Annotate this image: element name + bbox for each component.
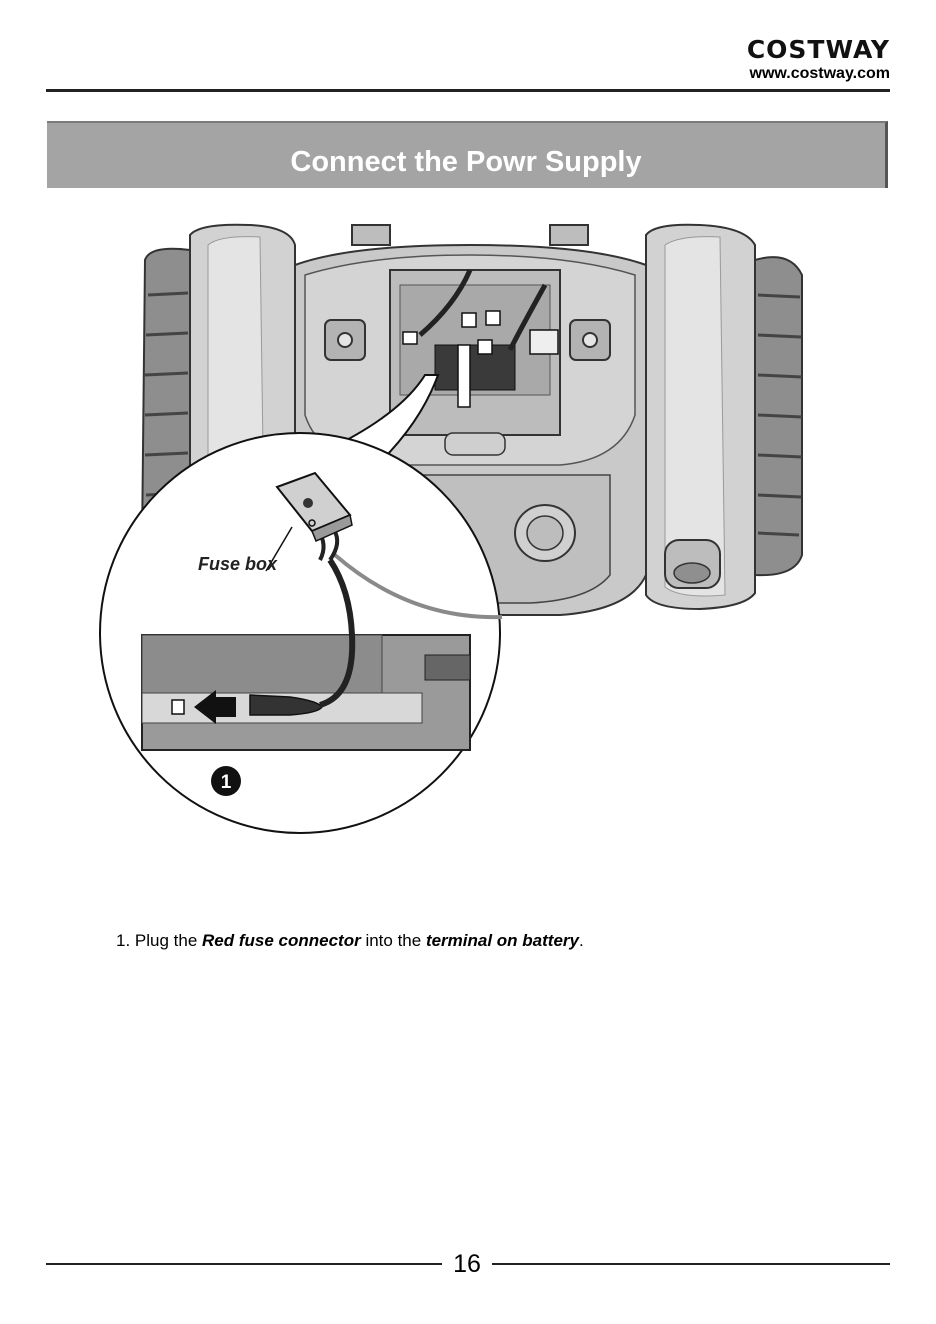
header-divider xyxy=(46,89,890,92)
ride-on-car-underside-illustration: Fuse box 1 xyxy=(90,215,820,840)
footer-divider-left xyxy=(46,1263,442,1265)
brand-block: COSTWAY www.costway.com xyxy=(747,36,890,83)
footer-divider-right xyxy=(492,1263,890,1265)
instruction-term-battery-terminal: terminal on battery xyxy=(426,931,579,950)
page-title: Connect the Powr Supply xyxy=(47,145,885,179)
step-marker-number: 1 xyxy=(221,772,232,793)
brand-logo: COSTWAY xyxy=(747,36,890,64)
magnified-detail xyxy=(100,433,502,833)
instruction-text: 1. Plug the Red fuse connector into the … xyxy=(116,930,584,952)
instruction-prefix: 1. Plug the xyxy=(116,931,202,950)
fuse-box-label: Fuse box xyxy=(198,554,278,574)
section-banner: Connect the Powr Supply xyxy=(47,121,888,188)
instruction-term-red-fuse: Red fuse connector xyxy=(202,931,361,950)
brand-url: www.costway.com xyxy=(747,65,890,83)
page-number: 16 xyxy=(442,1250,492,1278)
instruction-middle: into the xyxy=(361,931,426,950)
instruction-suffix: . xyxy=(579,931,584,950)
